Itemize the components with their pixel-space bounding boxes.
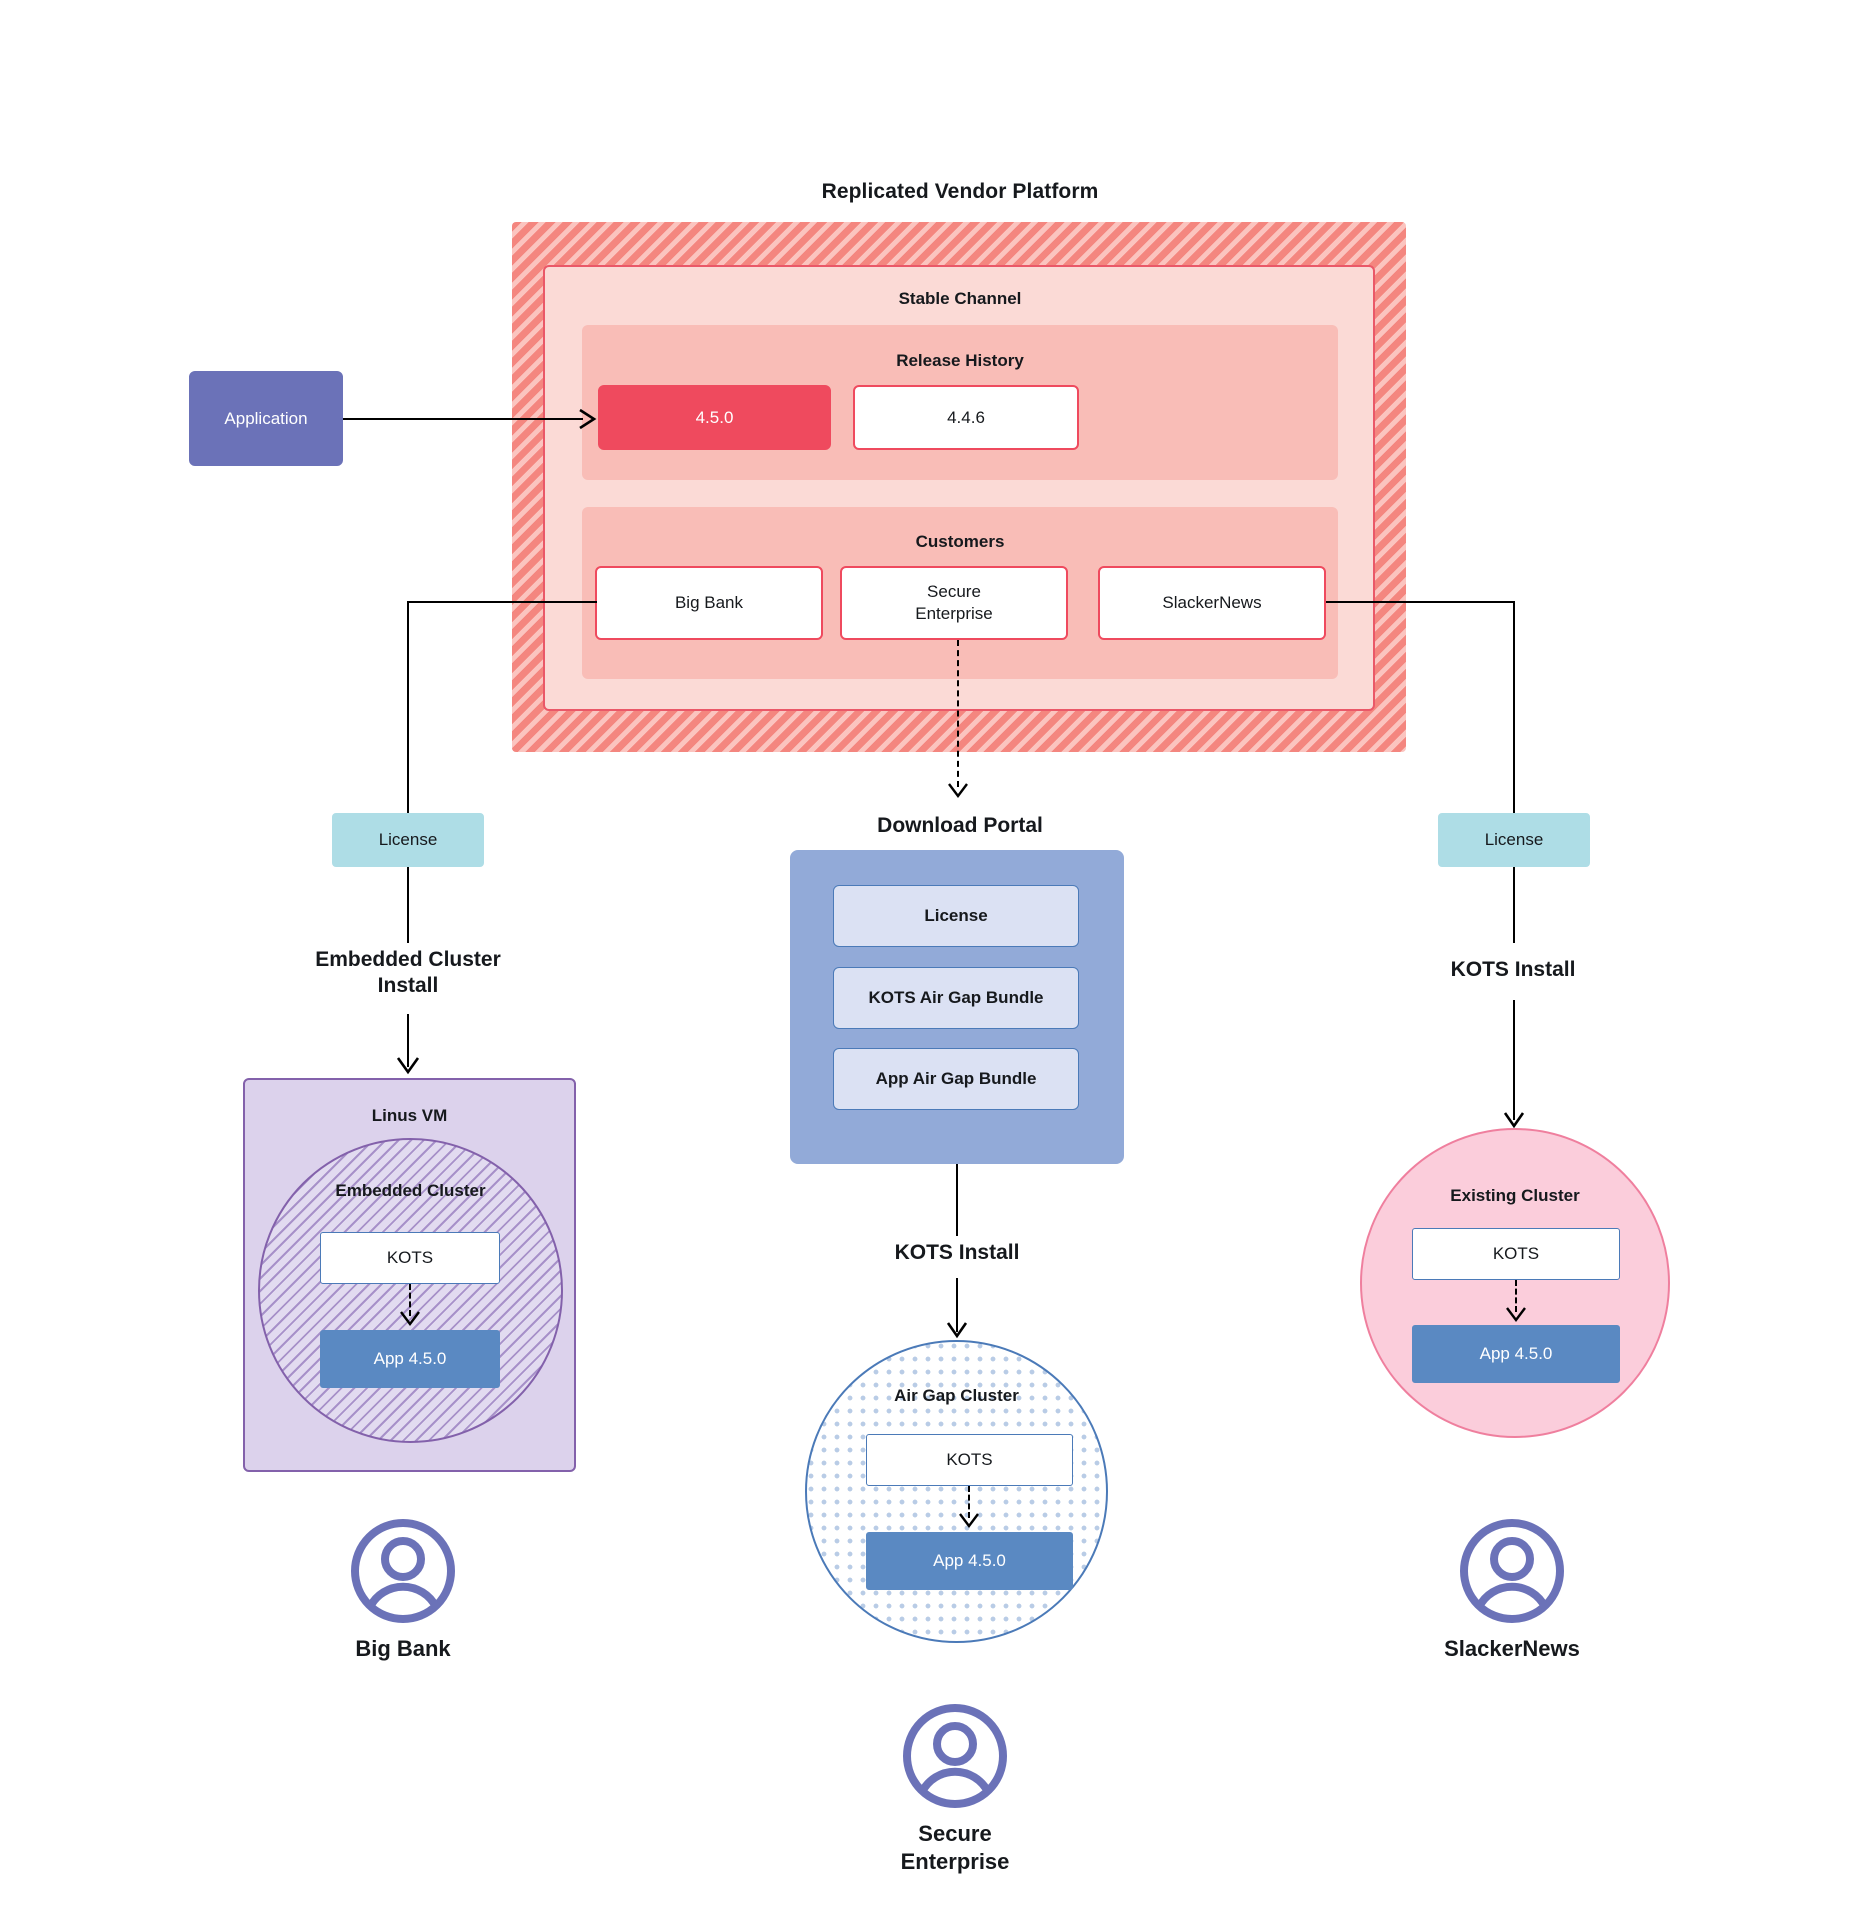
stable-channel-title: Stable Channel bbox=[898, 289, 1022, 308]
avatar-secure-enterprise bbox=[903, 1704, 1007, 1808]
arrow-head-icon bbox=[946, 1322, 968, 1339]
portal-item-label: KOTS Air Gap Bundle bbox=[868, 988, 1044, 1007]
app-version-label: App 4.5.0 bbox=[1479, 1344, 1553, 1363]
download-portal-title: Download Portal bbox=[877, 814, 1043, 838]
linux-vm-title: Linus VM bbox=[371, 1106, 448, 1125]
connector-install-middle-down bbox=[956, 1278, 958, 1332]
customer-card-slackernews[interactable]: SlackerNews bbox=[1098, 566, 1326, 640]
arrow-head-icon bbox=[959, 1513, 979, 1528]
portal-item-label: App Air Gap Bundle bbox=[875, 1069, 1037, 1088]
customer-card-label: Big Bank bbox=[674, 592, 744, 612]
arrow-head-icon bbox=[579, 408, 597, 430]
arrow-head-icon bbox=[948, 783, 968, 798]
customer-card-label: Secure Enterprise bbox=[915, 581, 993, 623]
app-version-label: App 4.5.0 bbox=[373, 1349, 447, 1368]
air-gap-cluster-title: Air Gap Cluster bbox=[894, 1386, 1019, 1405]
connector-kots-to-app-existing bbox=[1515, 1280, 1517, 1312]
portal-item-app-air-gap-bundle[interactable]: App Air Gap Bundle bbox=[833, 1048, 1079, 1110]
app-version-box-embedded[interactable]: App 4.5.0 bbox=[320, 1330, 500, 1388]
connector-slackernews-horizontal bbox=[1326, 601, 1515, 603]
customer-card-label: SlackerNews bbox=[1162, 592, 1262, 612]
app-version-label: App 4.5.0 bbox=[933, 1551, 1006, 1570]
avatar-slackernews bbox=[1460, 1519, 1564, 1623]
application-label: Application bbox=[224, 408, 308, 428]
customers-title: Customers bbox=[915, 532, 1005, 551]
portal-item-license[interactable]: License bbox=[833, 885, 1079, 947]
customer-label-slackernews: SlackerNews bbox=[1444, 1636, 1580, 1661]
connector-secure-enterprise-down bbox=[957, 640, 959, 787]
existing-cluster-title: Existing Cluster bbox=[1450, 1186, 1580, 1205]
release-history-title: Release History bbox=[896, 351, 1024, 370]
release-card-previous[interactable]: 4.4.6 bbox=[853, 385, 1079, 450]
kots-install-label-right: KOTS Install bbox=[1450, 958, 1576, 982]
embedded-cluster-title: Embedded Cluster bbox=[335, 1181, 486, 1200]
app-version-box-existing[interactable]: App 4.5.0 bbox=[1412, 1325, 1620, 1383]
connector-license-left-down bbox=[407, 867, 409, 943]
license-chip-right[interactable]: License bbox=[1438, 813, 1590, 867]
application-box[interactable]: Application bbox=[189, 371, 343, 466]
connector-bigbank-horizontal bbox=[407, 601, 597, 603]
connector-bigbank-vertical bbox=[407, 601, 409, 813]
release-version-label: 4.5.0 bbox=[695, 407, 734, 427]
arrow-head-icon bbox=[1506, 1307, 1526, 1322]
kots-label: KOTS bbox=[946, 1450, 993, 1469]
arrow-head-icon bbox=[396, 1057, 420, 1075]
app-version-box-airgap[interactable]: App 4.5.0 bbox=[866, 1532, 1073, 1590]
kots-box-embedded[interactable]: KOTS bbox=[320, 1232, 500, 1284]
connector-kots-to-app-airgap bbox=[968, 1486, 970, 1518]
connector-kots-to-app-embedded bbox=[409, 1284, 411, 1316]
connector-license-right-down bbox=[1513, 867, 1515, 943]
customer-label-big-bank: Big Bank bbox=[355, 1636, 451, 1661]
kots-install-label-middle: KOTS Install bbox=[894, 1241, 1020, 1265]
air-gap-cluster-circle bbox=[805, 1340, 1108, 1643]
kots-label: KOTS bbox=[386, 1248, 434, 1267]
connector-portal-down bbox=[956, 1164, 958, 1236]
avatar-big-bank bbox=[351, 1519, 455, 1623]
connector-install-right-down bbox=[1513, 1000, 1515, 1120]
license-chip-label: License bbox=[378, 830, 438, 849]
connector-application-to-release bbox=[343, 418, 583, 420]
kots-box-existing[interactable]: KOTS bbox=[1412, 1228, 1620, 1280]
release-version-label: 4.4.6 bbox=[947, 407, 985, 427]
kots-label: KOTS bbox=[1492, 1244, 1540, 1263]
arrow-head-icon bbox=[400, 1311, 420, 1326]
license-chip-left[interactable]: License bbox=[332, 813, 484, 867]
customer-card-secure-enterprise[interactable]: Secure Enterprise bbox=[840, 566, 1068, 640]
release-card-current[interactable]: 4.5.0 bbox=[598, 385, 831, 450]
customer-card-big-bank[interactable]: Big Bank bbox=[595, 566, 823, 640]
connector-install-left-down bbox=[407, 1014, 409, 1067]
portal-item-kots-air-gap-bundle[interactable]: KOTS Air Gap Bundle bbox=[833, 967, 1079, 1029]
page-title: Replicated Vendor Platform bbox=[821, 180, 1099, 203]
license-chip-label: License bbox=[1484, 830, 1544, 849]
connector-slackernews-vertical bbox=[1513, 601, 1515, 813]
portal-item-label: License bbox=[924, 906, 988, 925]
kots-box-airgap[interactable]: KOTS bbox=[866, 1434, 1073, 1486]
arrow-head-icon bbox=[1503, 1112, 1525, 1129]
embedded-cluster-install-label: Embedded Cluster Install bbox=[315, 948, 501, 997]
customer-label-secure-enterprise: Secure Enterprise bbox=[900, 1821, 1010, 1874]
